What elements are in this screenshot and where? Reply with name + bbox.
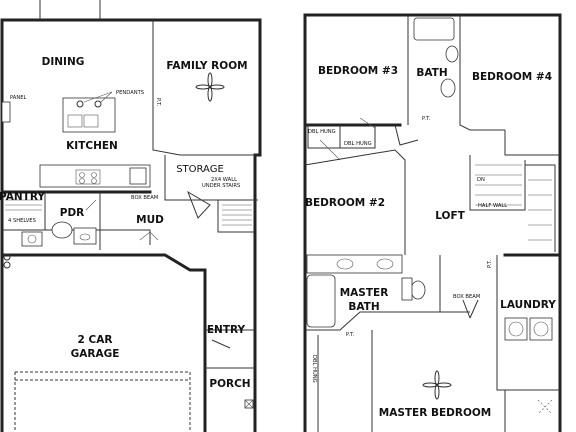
dbl-hung-note-c: DBL HUNG bbox=[311, 355, 317, 383]
dbl-hung-note-a: DBL HUNG bbox=[308, 129, 336, 135]
pantry-label: PANTRY bbox=[0, 191, 45, 203]
pt-note: P.T. bbox=[155, 98, 161, 107]
laundry-label: LAUNDRY bbox=[500, 299, 556, 311]
master-bedroom-label: MASTER BEDROOM bbox=[379, 407, 492, 419]
loft-label: LOFT bbox=[435, 210, 465, 222]
pt-note-c: P.T. bbox=[346, 332, 355, 338]
entry-label: ENTRY bbox=[207, 324, 246, 336]
dbl-hung-note-b: DBL HUNG bbox=[344, 141, 372, 147]
dn-note: DN bbox=[477, 177, 485, 183]
bedroom2-label: BEDROOM #2 bbox=[305, 197, 385, 209]
kitchen-label: KITCHEN bbox=[66, 140, 118, 152]
second-floor-plan bbox=[303, 13, 562, 432]
bedroom4-label: BEDROOM #4 bbox=[472, 71, 552, 83]
second-floor-outer-wall bbox=[303, 13, 562, 432]
pt-note-a: P.T. bbox=[422, 116, 431, 122]
ceiling-fan-icon bbox=[195, 72, 225, 102]
garage-label-line2: GARAGE bbox=[71, 348, 120, 360]
box-beam-note-first: BOX BEAM bbox=[131, 195, 158, 201]
first-floor-outer-wall bbox=[0, 18, 262, 432]
pendants-note: PENDANTS bbox=[116, 90, 144, 96]
garage-label-line1: 2 CAR bbox=[78, 334, 113, 346]
dining-label: DINING bbox=[42, 56, 85, 68]
master-bath-label-line2: BATH bbox=[348, 301, 379, 313]
box-beam-note-second: BOX BEAM bbox=[453, 294, 480, 300]
first-floor-plan bbox=[0, 0, 262, 432]
master-bath-label-line1: MASTER bbox=[340, 287, 389, 299]
shelves-note: 4 SHELVES bbox=[8, 218, 36, 224]
wall-2x4-note-line1: 2X4 WALL bbox=[211, 177, 237, 183]
mud-label: MUD bbox=[136, 214, 164, 226]
family-room-label: FAMILY ROOM bbox=[166, 60, 247, 72]
panel-note: PANEL bbox=[10, 95, 27, 101]
pt-note-b: P.T. bbox=[487, 259, 493, 268]
ceiling-fan-icon bbox=[422, 370, 452, 400]
half-wall-note: HALF WALL bbox=[478, 203, 507, 209]
wall-2x4-note-line2: UNDER STAIRS bbox=[202, 183, 240, 189]
bedroom3-label: BEDROOM #3 bbox=[318, 65, 398, 77]
pdr-label: PDR bbox=[60, 207, 85, 219]
bath-label: BATH bbox=[416, 67, 447, 79]
storage-label: STORAGE bbox=[176, 164, 224, 175]
porch-label: PORCH bbox=[209, 378, 250, 390]
